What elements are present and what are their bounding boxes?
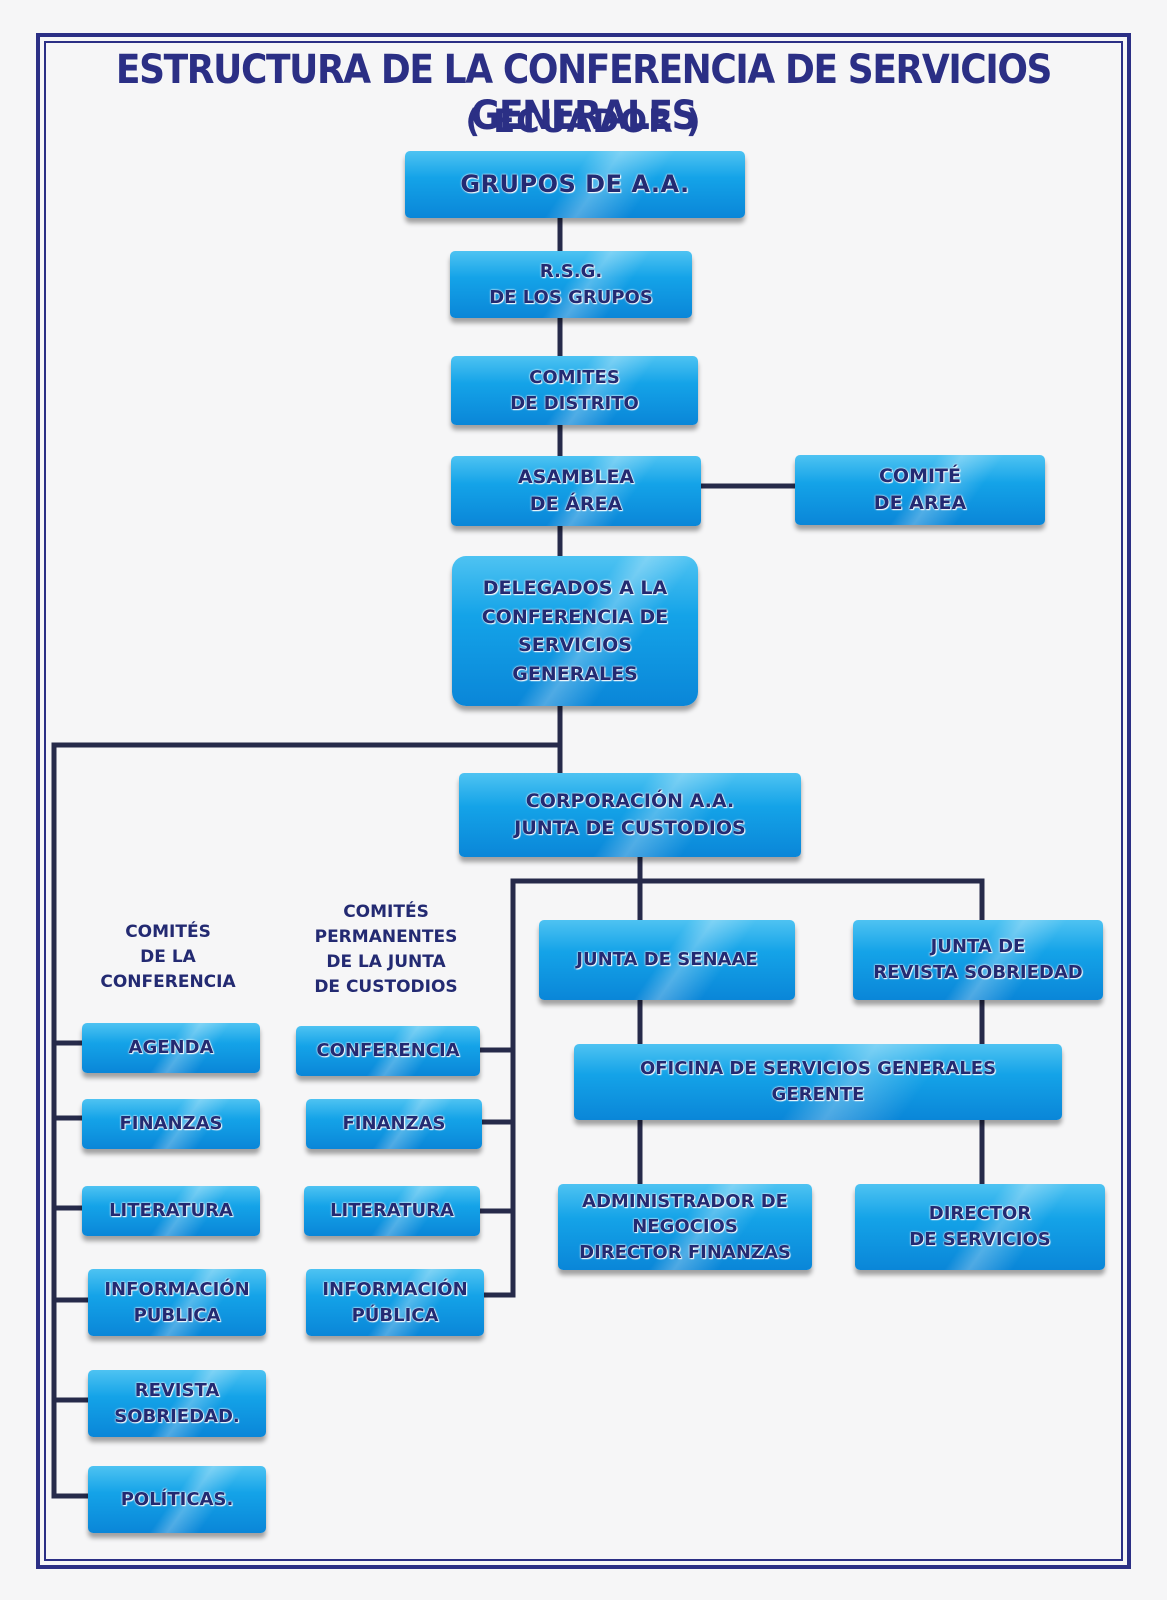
comite-area-box: COMITÉ DE AREA [795,455,1045,525]
rsg-box: R.S.G. DE LOS GRUPOS [450,251,692,318]
finanzas-conferencia-box: FINANZAS [82,1099,260,1149]
politicas-box: POLÍTICAS. [88,1466,266,1533]
director-servicios-box: DIRECTOR DE SERVICIOS [855,1184,1105,1270]
conferencia-permanente-box: CONFERENCIA [296,1026,480,1076]
corporacion-box: CORPORACIÓN A.A. JUNTA DE CUSTODIOS [459,773,801,857]
agenda-box: AGENDA [82,1023,260,1073]
page-subtitle: ( ECUADOR ) [465,102,702,140]
revista-sobriedad-box: REVISTA SOBRIEDAD. [88,1370,266,1437]
asamblea-area-box: ASAMBLEA DE ÁREA [451,456,701,526]
inner-frame [44,41,1123,1561]
finanzas-permanente-box: FINANZAS [306,1099,482,1149]
literatura-permanente-box: LITERATURA [304,1186,480,1236]
grupos-de-aa-box: GRUPOS DE A.A. [405,151,745,218]
comites-permanentes-heading: COMITÉS PERMANENTES DE LA JUNTA DE CUSTO… [314,902,458,998]
page-title: ESTRUCTURA DE LA CONFERENCIA DE SERVICIO… [115,47,1053,139]
literatura-conferencia-box: LITERATURA [82,1186,260,1236]
junta-senaae-box: JUNTA DE SENAAE [539,920,795,1000]
informacion-publica-conferencia-box: INFORMACIÓN PUBLICA [88,1269,266,1336]
junta-revista-box: JUNTA DE REVISTA SOBRIEDAD [853,920,1103,1000]
comites-conferencia-heading: COMITÉS DE LA CONFERENCIA [100,922,236,993]
administrador-negocios-box: ADMINISTRADOR DE NEGOCIOS DIRECTOR FINAN… [558,1184,812,1270]
informacion-publica-permanente-box: INFORMACIÓN PÚBLICA [306,1269,484,1336]
oficina-servicios-box: OFICINA DE SERVICIOS GENERALES GERENTE [574,1044,1062,1120]
comites-distrito-box: COMITES DE DISTRITO [451,356,698,425]
delegados-box: DELEGADOS A LA CONFERENCIA DE SERVICIOS … [452,556,698,706]
connector-juntas-bus [510,878,985,1298]
outer-frame [36,33,1131,1569]
